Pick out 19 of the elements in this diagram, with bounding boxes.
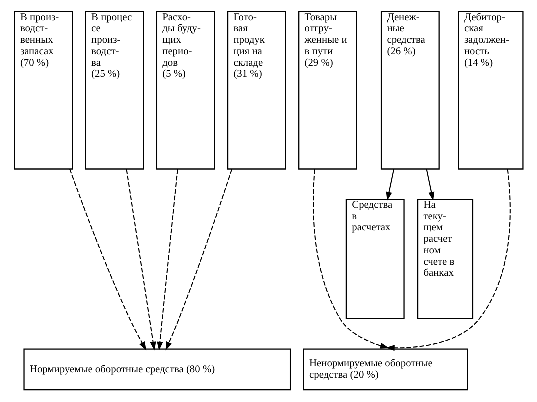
arrow — [312, 169, 389, 349]
node-box: Расхо- ды буду- щих перио- дов (5 %) — [156, 11, 215, 170]
node-box: Дебитор- ская задолжен- ность (14 %) — [458, 11, 524, 170]
arrow — [386, 169, 394, 201]
node-box: Нормируемые оборотные средства (80 %) — [23, 348, 291, 391]
node-box: Денеж- ные средства (26 %) — [380, 11, 440, 170]
node-box: Ненормируемые оборотные средства (20 %) — [302, 348, 468, 391]
arrow — [69, 169, 146, 351]
node-box: На теку- щем расчет ном счете в банках — [416, 199, 474, 320]
node-box: В процес се произ- водст- ва (25 %) — [84, 11, 144, 170]
node-box: Товары отгру- женные и в пути (29 %) — [298, 11, 357, 170]
arrow — [426, 169, 434, 201]
node-box: Гото- вая продук ция на складе (31 %) — [226, 11, 286, 170]
arrow — [156, 169, 178, 351]
arrow — [165, 169, 232, 351]
arrow — [386, 169, 510, 352]
node-box: Средства в расчетах — [345, 199, 404, 320]
arrow — [126, 169, 156, 351]
node-box: В произ- водст- венных запасах (70 %) — [14, 11, 73, 170]
